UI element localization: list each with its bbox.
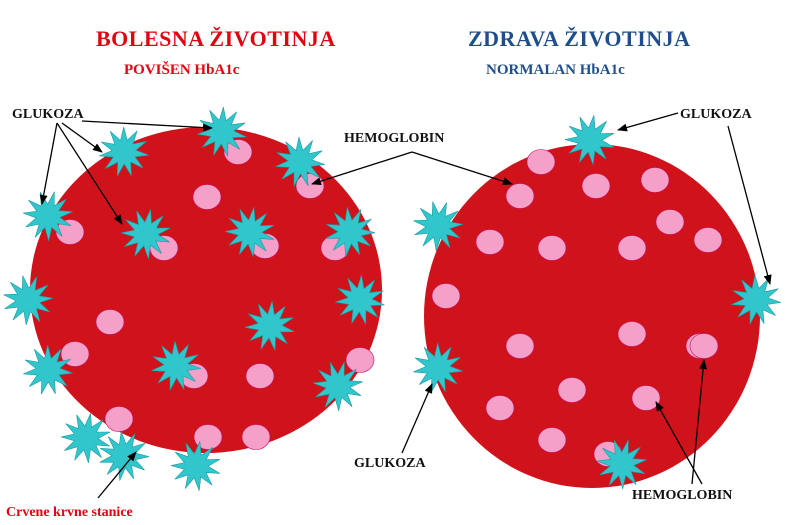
sick-hba1c-subtitle: POVIŠEN HbA1c <box>124 62 239 79</box>
hemoglobin-molecule <box>618 236 646 261</box>
hemoglobin-label-top: HEMOGLOBIN <box>344 131 444 147</box>
hemoglobin-molecule <box>346 348 374 373</box>
hemoglobin-molecule <box>538 236 566 261</box>
hemoglobin-molecule <box>193 185 221 210</box>
sick-animal-title: BOLESNA ŽIVOTINJA <box>96 26 336 52</box>
hemoglobin-molecule <box>105 407 133 432</box>
hemoglobin-label-bottom: HEMOGLOBIN <box>632 488 732 504</box>
hemoglobin-molecule <box>690 334 718 359</box>
arrow <box>402 384 432 453</box>
hemoglobin-molecule <box>476 230 504 255</box>
arrow <box>62 123 102 152</box>
red-blood-cells-label: Crvene krvne stanice <box>6 505 133 521</box>
hemoglobin-molecule <box>296 174 324 199</box>
arrow <box>82 121 212 128</box>
hemoglobin-molecule <box>242 425 270 450</box>
red-blood-cell-sick <box>30 127 382 453</box>
hemoglobin-molecule <box>246 364 274 389</box>
glucose-label-left: GLUKOZA <box>12 107 84 123</box>
hemoglobin-molecule <box>96 310 124 335</box>
healthy-animal-title: ZDRAVA ŽIVOTINJA <box>468 26 691 52</box>
hemoglobin-molecule <box>224 140 252 165</box>
hemoglobin-molecule <box>656 210 684 235</box>
glucose-label-bottom: GLUKOZA <box>354 456 426 472</box>
healthy-hba1c-subtitle: NORMALAN HbA1c <box>486 62 625 79</box>
arrow <box>312 152 412 184</box>
arrow <box>618 113 678 130</box>
glucose-label-right: GLUKOZA <box>680 107 752 123</box>
hemoglobin-molecule <box>527 150 555 175</box>
glucose-molecule <box>61 413 110 463</box>
hemoglobin-molecule <box>432 284 460 309</box>
hemoglobin-molecule <box>641 168 669 193</box>
hemoglobin-molecule <box>618 322 646 347</box>
hemoglobin-molecule <box>506 334 534 359</box>
arrow <box>412 152 512 184</box>
hemoglobin-molecule <box>506 184 534 209</box>
hemoglobin-molecule <box>582 174 610 199</box>
hemoglobin-molecule <box>486 396 514 421</box>
arrow <box>42 123 57 204</box>
hemoglobin-molecule <box>538 428 566 453</box>
hemoglobin-molecule <box>558 378 586 403</box>
hemoglobin-molecule <box>694 228 722 253</box>
hemoglobin-molecule <box>632 386 660 411</box>
